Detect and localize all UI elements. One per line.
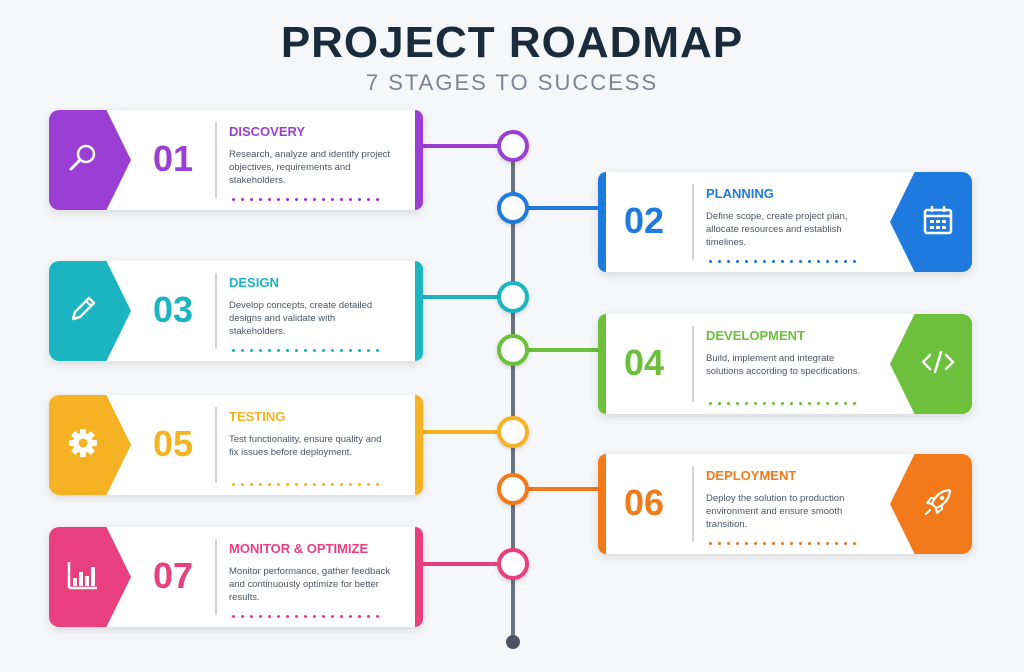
dotted-underline [706,542,862,545]
dotted-underline [229,349,385,352]
stage-card: 03 DESIGN Develop concepts, create detaile… [49,261,423,361]
rocket-icon [907,485,955,524]
stage-badge [49,395,131,495]
dotted-underline [229,198,385,201]
stage-card: 04 DEVELOPMENT Build, implement and integr… [598,314,972,414]
stage-connector [513,487,598,491]
dotted-underline [706,402,862,405]
divider [215,539,217,615]
stage-connector [423,562,513,566]
dotted-underline [229,615,385,618]
stage-connector [513,348,598,352]
stage-connector [423,430,513,434]
stage-badge [49,261,131,361]
timeline-end-dot [506,635,520,649]
divider [215,273,217,349]
dotted-underline [229,483,385,486]
bar-chart-icon [65,558,115,597]
stage-title: DESIGN [229,275,279,290]
stage-connector [423,144,513,148]
timeline-node [497,281,529,313]
divider [692,466,694,542]
stage-description: Define scope, create project plan, alloc… [706,211,848,248]
timeline-node [497,130,529,162]
timeline-node [497,548,529,580]
stage-card: 07 MONITOR & OPTIMIZE Monitor performance,… [49,527,423,627]
stage-card: 05 TESTING Test functionality, ensure qual… [49,395,423,495]
stage-title: DISCOVERY [229,124,306,139]
page-subtitle: 7 STAGES TO SUCCESS [365,70,659,95]
card-accent-edge [415,110,423,210]
card-accent-edge [598,314,606,414]
pencil-icon [66,292,114,331]
stage-connector [513,206,598,210]
timeline-node [497,416,529,448]
card-accent-edge [415,527,423,627]
stage-number: 01 [153,138,194,179]
stage-number: 04 [624,342,665,383]
stage-badge [890,314,972,414]
timeline-node [497,473,529,505]
divider [692,326,694,402]
stage-description: Develop concepts, create detailed design… [229,300,373,337]
stage-number: 02 [624,200,665,241]
stage-title: DEPLOYMENT [706,468,797,483]
divider [215,122,217,198]
card-accent-edge [415,395,423,495]
stage-title: TESTING [229,409,286,424]
gear-icon [66,426,114,465]
timeline-node [497,334,529,366]
code-icon [905,345,957,384]
stage-card: 06 DEPLOYMENT Deploy the solution to produ… [598,454,972,554]
divider [692,184,694,260]
stage-number: 03 [153,289,194,330]
stage-description: Research, analyze and identify project o… [229,149,391,186]
stage-card: 02 PLANNING Define scope, create project p… [598,172,972,272]
stage-number: 06 [624,482,665,523]
stage-number: 07 [153,555,194,596]
stage-badge [49,110,131,210]
page-title: PROJECT ROADMAP [280,18,744,67]
stage-description: Monitor performance, gather feedback and… [229,566,391,603]
card-accent-edge [598,454,606,554]
divider [215,407,217,483]
magnifier-icon [66,141,114,180]
stage-description: Build, implement and integrate solutions… [706,353,861,377]
card-accent-edge [598,172,606,272]
stage-description: Deploy the solution to production enviro… [706,493,845,530]
timeline-line [511,150,515,642]
stage-badge [890,172,972,272]
stage-title: PLANNING [706,186,774,201]
timeline-node [497,192,529,224]
stage-title: MONITOR & OPTIMIZE [229,541,369,556]
stage-connector [423,295,513,299]
dotted-underline [706,260,862,263]
card-accent-edge [415,261,423,361]
stage-badge [49,527,131,627]
stage-card: 01 DISCOVERY Research, analyze and identif… [49,110,423,210]
stage-description: Test functionality, ensure quality and f… [229,434,382,458]
calendar-icon [907,203,955,242]
stage-badge [890,454,972,554]
stage-title: DEVELOPMENT [706,328,805,343]
stage-number: 05 [153,423,194,464]
